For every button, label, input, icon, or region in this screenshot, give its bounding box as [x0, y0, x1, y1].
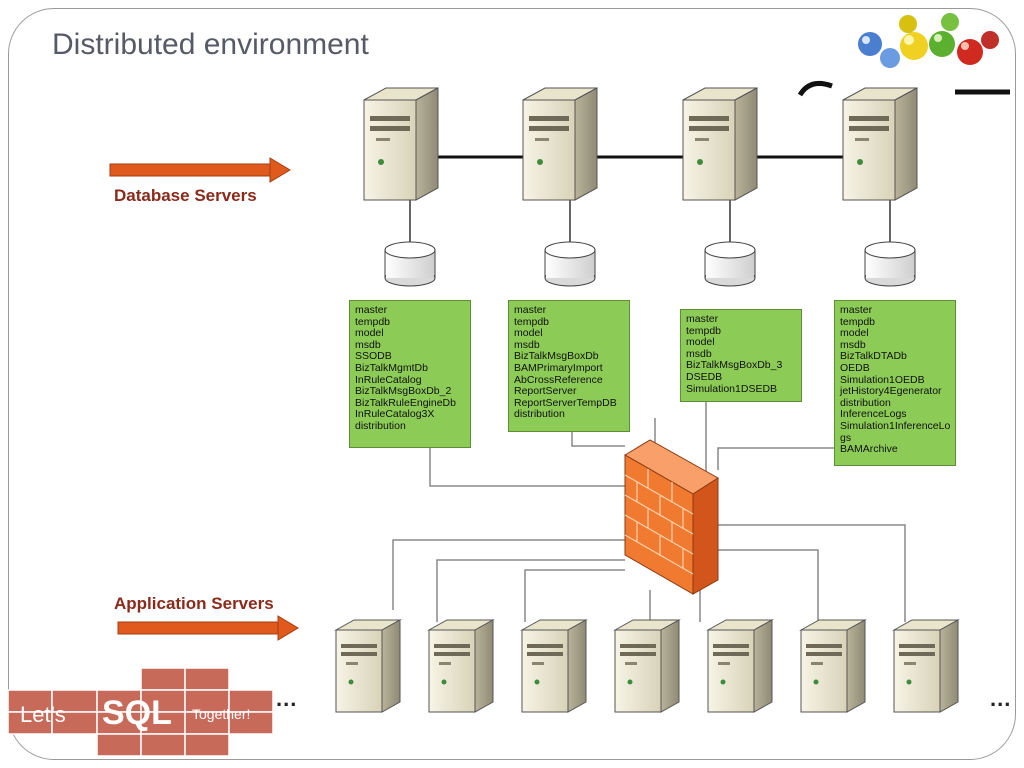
database-cylinder-icon [704, 241, 756, 287]
app-server-icon [521, 619, 587, 713]
ellipsis-left: ... [276, 686, 298, 711]
app-server-icon [707, 619, 773, 713]
db-server-icon [522, 87, 598, 201]
database-servers-label: Database Servers [114, 186, 257, 205]
app-server-icon [614, 619, 680, 713]
network-lines [392, 402, 906, 622]
lets-sql-together-logo: Let's SQL Together! [8, 668, 273, 760]
database-cylinder-icon [384, 241, 436, 287]
logo-lets: Let's [20, 702, 66, 727]
app-server-icon [893, 619, 959, 713]
application-servers-label: Application Servers [114, 594, 274, 613]
database-arrow-icon [109, 157, 291, 183]
application-arrow-icon [117, 615, 299, 641]
database-cylinder-icon [864, 241, 916, 287]
logo-together: Together! [192, 706, 251, 722]
database-cylinder-icon [544, 241, 596, 287]
logo-sql: SQL [102, 694, 172, 732]
db-server-icon [363, 87, 439, 201]
db-server-icon [842, 87, 918, 201]
orbs-logo-icon [797, 13, 1010, 97]
db-server-icon [682, 87, 758, 201]
app-server-icon [428, 619, 494, 713]
firewall-icon [624, 439, 719, 595]
app-server-icon [800, 619, 866, 713]
slide-frame [8, 8, 1016, 760]
page-title: Distributed environment [52, 28, 369, 61]
ellipsis-right: ... [990, 686, 1012, 711]
app-server-icon [335, 619, 401, 713]
